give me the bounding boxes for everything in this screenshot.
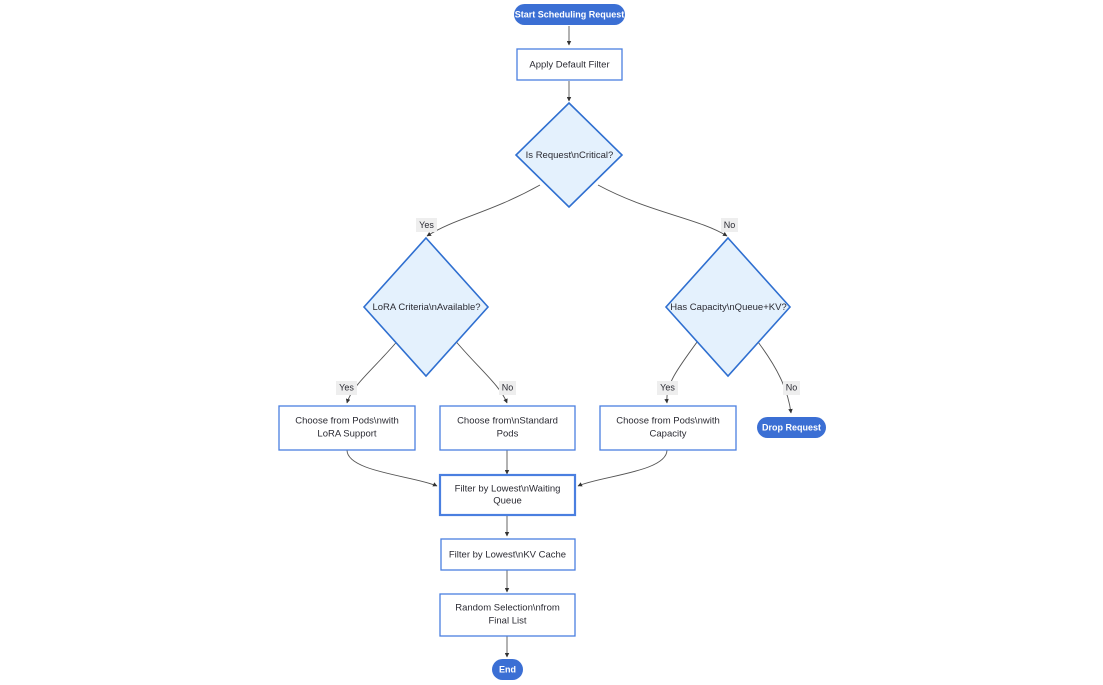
apply-default-filter-label: Apply Default Filter [529,60,609,71]
choose-standard-pods-box [439,405,576,451]
node-end[interactable]: End [492,659,523,680]
lora-criteria-label: LoRA Criteria\nAvailable? [372,302,480,313]
drop-request-label: Drop Request [762,422,821,432]
node-choose-standard-pods[interactable]: Choose from\nStandard Pods [439,405,576,451]
node-choose-pods-capacity[interactable]: Choose from Pods\nwith Capacity [599,405,737,451]
edge-is-critical-yes-to-lora [426,184,541,237]
critical-no-label-bg [721,218,738,232]
edge-lora-yes-to-pods-lora [345,337,401,404]
filter-waiting-queue-label-line1: Filter by Lowest\nWaiting [455,484,561,495]
capacity-yes-label-bg [657,381,678,395]
node-filter-waiting-queue[interactable]: Filter by Lowest\nWaiting Queue [438,473,577,517]
edge-label-capacity-yes: Yes [657,381,678,395]
is-request-critical-diamond [514,101,624,209]
choose-standard-pods-label-line1: Choose from\nStandard [457,416,558,427]
lora-yes-label: Yes [339,382,354,392]
choose-pods-capacity-box [599,405,737,451]
capacity-no-label: No [786,382,798,392]
node-drop-request[interactable]: Drop Request [757,417,826,438]
choose-standard-pods-label-line2: Pods [497,429,519,440]
node-lora-criteria-available[interactable]: LoRA Criteria\nAvailable? [362,236,490,378]
lora-no-label-bg [499,381,516,395]
node-has-capacity[interactable]: Has Capacity\nQueue+KV? [664,236,792,378]
critical-yes-label-bg [416,218,437,232]
lora-criteria-diamond [362,236,490,378]
capacity-no-label-bg [783,381,800,395]
node-choose-pods-lora-support[interactable]: Choose from Pods\nwith LoRA Support [278,405,416,451]
has-capacity-label: Has Capacity\nQueue+KV? [670,302,786,313]
edge-label-critical-yes: Yes [416,218,437,232]
choose-pods-capacity-label-line1: Choose from Pods\nwith [616,416,720,427]
node-is-request-critical[interactable]: Is Request\nCritical? [514,101,624,209]
edges-layer [345,26,793,658]
start-label: Start Scheduling Request [515,9,625,19]
edge-label-lora-yes: Yes [336,381,357,395]
node-apply-default-filter[interactable]: Apply Default Filter [516,48,623,81]
edge-label-lora-no: No [499,381,516,395]
filter-waiting-queue-box [438,473,577,517]
choose-pods-lora-box [278,405,416,451]
has-capacity-diamond [664,236,792,378]
lora-yes-label-bg [336,381,357,395]
end-label: End [499,664,516,674]
capacity-yes-label: Yes [660,382,675,392]
node-filter-kv-cache[interactable]: Filter by Lowest\nKV Cache [440,538,576,571]
edge-pods-lora-to-filter-queue [346,449,438,487]
choose-pods-lora-label-line1: Choose from Pods\nwith [295,416,399,427]
end-pill-shape [492,659,523,680]
critical-yes-label: Yes [419,220,434,230]
node-random-selection[interactable]: Random Selection\nfrom Final List [439,593,576,637]
drop-request-pill-shape [757,417,826,438]
critical-no-label: No [724,220,736,230]
edge-capacity-no-to-drop-request [754,337,793,414]
random-selection-label-line2: Final List [488,616,526,627]
edge-label-critical-no: No [721,218,738,232]
lora-no-label: No [502,382,514,392]
edge-capacity-yes-to-pods-capacity [664,337,701,404]
is-request-critical-label: Is Request\nCritical? [526,150,614,161]
filter-kv-cache-label: Filter by Lowest\nKV Cache [449,550,566,561]
edge-is-critical-no-to-capacity [597,184,728,237]
random-selection-label-line1: Random Selection\nfrom [455,603,560,614]
filter-kv-cache-box [440,538,576,571]
choose-pods-capacity-label-line2: Capacity [650,429,687,440]
random-selection-box [439,593,576,637]
edge-pods-capacity-to-filter-queue [577,449,668,487]
node-start[interactable]: Start Scheduling Request [514,4,625,25]
edge-label-capacity-no: No [783,381,800,395]
filter-waiting-queue-label-line2: Queue [493,496,522,507]
start-pill-shape [514,4,625,25]
apply-default-filter-box [516,48,623,81]
edge-lora-no-to-standard [452,337,508,404]
choose-pods-lora-label-line2: LoRA Support [317,429,377,440]
